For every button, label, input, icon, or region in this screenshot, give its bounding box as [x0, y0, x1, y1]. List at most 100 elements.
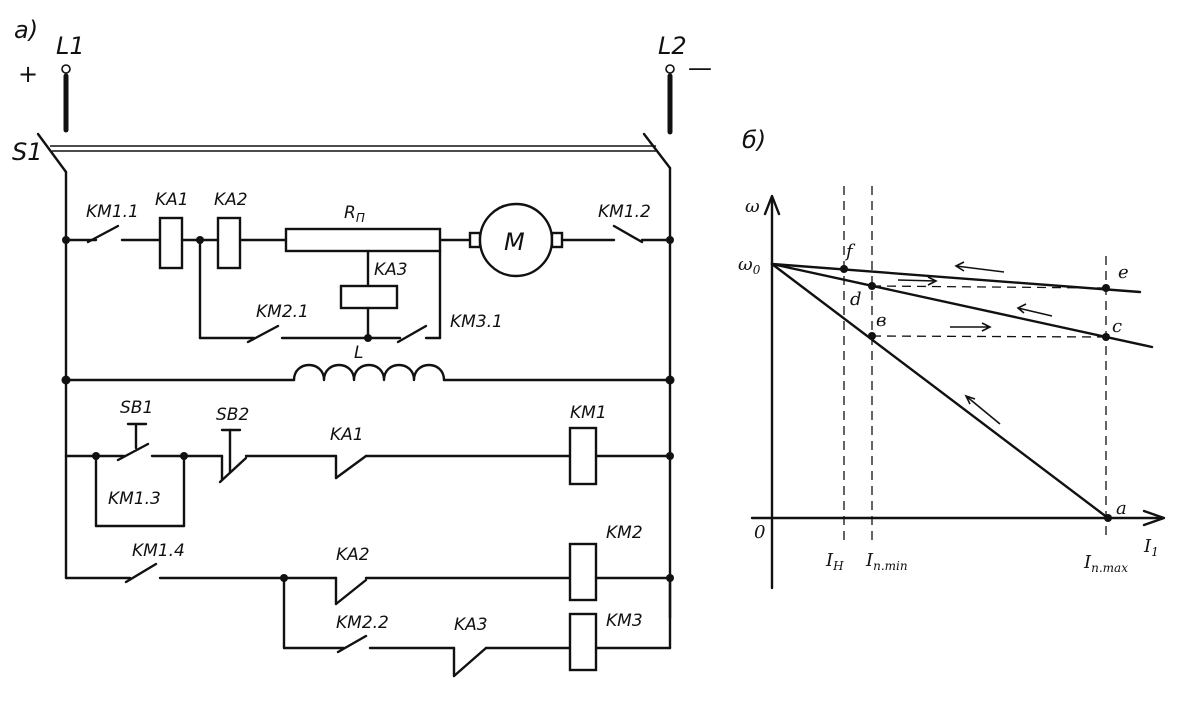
omega-axis-arrow — [763, 194, 781, 216]
l2-terminal — [665, 64, 675, 74]
l1-label: L1 — [56, 32, 85, 60]
point-b — [868, 332, 876, 340]
arrow-b — [950, 322, 992, 332]
b-c-dashed-line — [871, 335, 1107, 338]
junction-dot — [666, 452, 674, 460]
ipmax-marker-sub: п.max — [1091, 561, 1128, 575]
omega0-sub: 0 — [753, 263, 761, 277]
km3-coil — [568, 612, 598, 672]
y-axis-label: ω — [745, 196, 760, 217]
point-e — [1102, 284, 1110, 292]
ka2-coil — [216, 216, 242, 270]
point-d — [868, 282, 876, 290]
current-axis-arrow — [1142, 509, 1166, 527]
sb1-label: SB1 — [120, 398, 153, 418]
km1-2-label: KM1.2 — [598, 202, 651, 222]
junction-dot — [666, 236, 674, 244]
rp-resistor — [284, 227, 442, 253]
x-axis-label-main: I — [1143, 536, 1152, 557]
rp-main: R — [344, 203, 356, 223]
km1-4-label: KM1.4 — [132, 541, 185, 561]
ipmin-marker-main: I — [865, 550, 874, 571]
km3-label: KM3 — [606, 611, 643, 631]
arrow-f — [954, 261, 1005, 273]
junction-dot — [364, 334, 372, 342]
point-c-label: c — [1112, 316, 1122, 337]
characteristic-c — [770, 262, 1154, 349]
characteristic-e — [770, 262, 1142, 294]
field-winding — [292, 363, 446, 382]
junction-dot — [180, 452, 188, 460]
characteristic-a — [770, 262, 1110, 520]
km2-label: KM2 — [606, 523, 643, 543]
in-marker-main: I — [825, 550, 834, 571]
point-e-label: e — [1118, 262, 1129, 283]
junction-dot — [666, 574, 674, 582]
junction-dot — [665, 375, 675, 385]
motor-label: M — [504, 228, 525, 256]
point-f-label: f — [844, 241, 856, 262]
origin-label: 0 — [754, 522, 765, 543]
ipmin-marker-sub: п.min — [873, 559, 908, 573]
omega0-label: ω0 — [738, 254, 761, 277]
rp-label: RП — [344, 203, 365, 225]
km1-1-label: KM1.1 — [86, 202, 139, 222]
sb1-contact — [116, 442, 150, 462]
ka3-nc-contact — [452, 646, 488, 678]
km1-4-contact — [124, 562, 158, 584]
ka3-coil — [339, 284, 399, 310]
point-c — [1102, 333, 1110, 341]
in-marker-sub: Н — [832, 559, 844, 573]
d-e-dashed-line — [871, 285, 1107, 289]
ka1-label: KA1 — [155, 190, 189, 210]
sb2-contact — [218, 456, 248, 484]
minus-sign: — — [688, 54, 712, 82]
ka2-nc-contact — [334, 578, 368, 606]
panel-b-label: б) — [742, 126, 766, 154]
x-axis-label-sub: 1 — [1151, 545, 1159, 559]
junction-dot — [196, 236, 204, 244]
km2-1-label: KM2.1 — [256, 302, 309, 322]
ka1-coil — [158, 216, 184, 270]
s1-blade-left — [36, 132, 68, 174]
x-axis-label: I1 — [1143, 536, 1159, 559]
rp-sub: П — [356, 211, 365, 225]
field-label: L — [354, 343, 363, 363]
ipmax-marker-label: Iп.max — [1083, 552, 1128, 575]
in-marker-label: IН — [825, 550, 844, 573]
point-f — [840, 265, 848, 273]
ipmin-marker-label: Iп.min — [865, 550, 908, 573]
ka3-label: KA3 — [374, 260, 408, 280]
motor-brush-right — [550, 231, 564, 249]
arrow-c — [1016, 303, 1053, 317]
sb2-label: SB2 — [216, 405, 249, 425]
omega0-main: ω — [738, 254, 753, 275]
arrow-a — [964, 394, 1001, 425]
ka1-control-label: KA1 — [330, 425, 364, 445]
junction-dot — [62, 236, 70, 244]
km2-2-label: KM2.2 — [336, 613, 389, 633]
km1-label: KM1 — [570, 403, 607, 423]
km2-coil — [568, 542, 598, 602]
km1-3-label: KM1.3 — [108, 489, 161, 509]
point-a — [1104, 514, 1112, 522]
km2-2-contact — [336, 634, 368, 654]
km2-1-contact — [246, 324, 280, 344]
km3-1-contact — [396, 324, 428, 344]
km1-coil — [568, 426, 598, 486]
ka2-label: KA2 — [214, 190, 248, 210]
point-d-label: d — [850, 289, 862, 310]
point-a-label: a — [1116, 498, 1127, 519]
motor-brush-left — [468, 231, 482, 249]
ka3-control-label: KA3 — [454, 615, 488, 635]
km1-1-contact — [86, 224, 120, 244]
km3-1-label: KM3.1 — [450, 312, 503, 332]
panel-a-label: a) — [14, 16, 38, 44]
junction-dot — [92, 452, 100, 460]
l2-label: L2 — [658, 32, 687, 60]
point-b-label: в — [876, 310, 886, 331]
ka1-nc-contact — [334, 454, 368, 480]
l1-terminal — [61, 64, 71, 74]
